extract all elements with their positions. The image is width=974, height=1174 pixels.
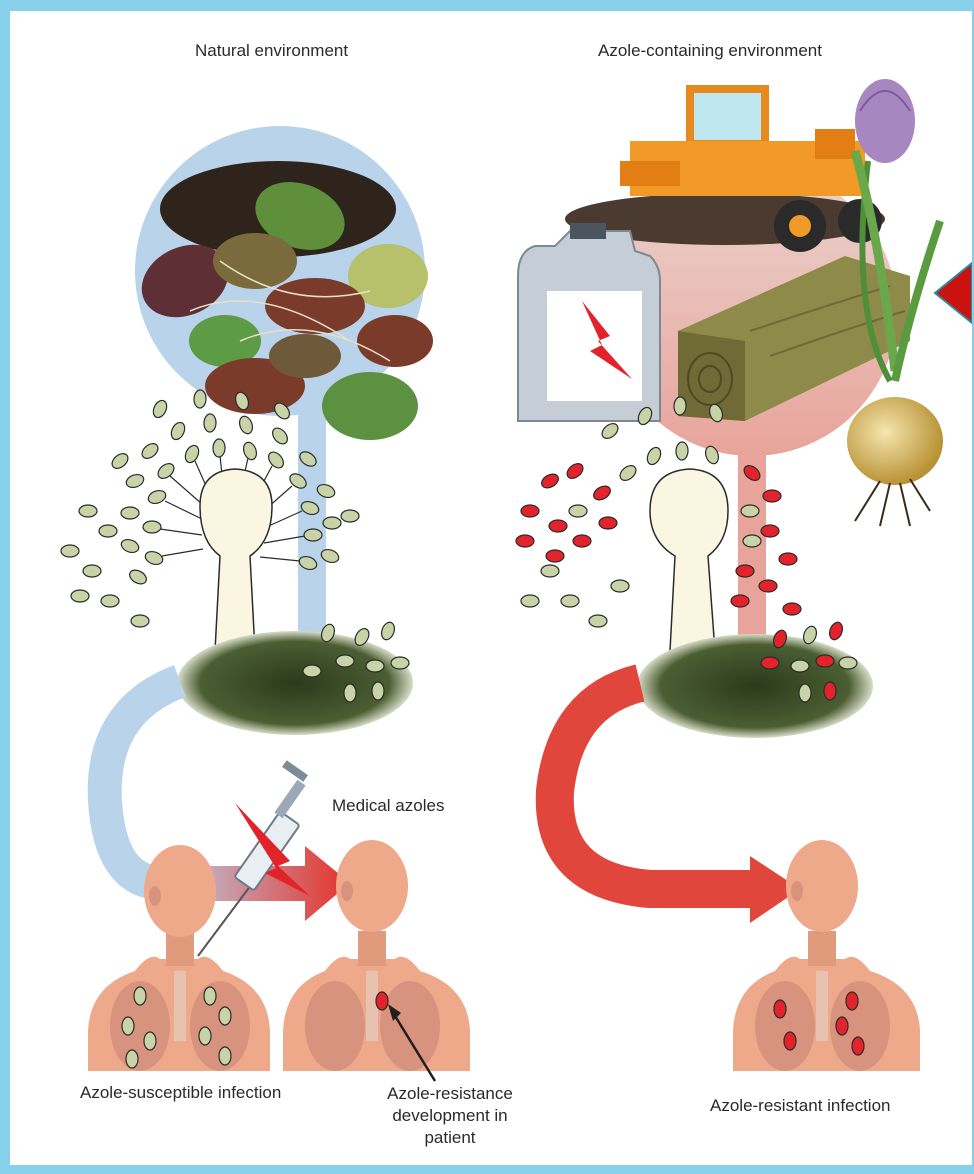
- label-resistant-infection: Azole-resistant infection: [710, 1096, 890, 1116]
- mould-colony-left: [177, 620, 413, 735]
- leaf-litter: [130, 161, 433, 440]
- pointer-marker: [935, 263, 972, 323]
- syringe: [198, 760, 308, 956]
- label-resistance-development: Azole-resistance development in patient: [370, 1083, 530, 1149]
- fungicide-canister: [518, 223, 660, 421]
- label-susceptible-infection: Azole-susceptible infection: [80, 1083, 281, 1103]
- label-natural-environment: Natural environment: [195, 41, 348, 61]
- label-medical-azoles: Medical azoles: [332, 796, 444, 816]
- diagram-canvas: Natural environment Azole-containing env…: [10, 11, 972, 1165]
- label-azole-environment: Azole-containing environment: [598, 41, 822, 61]
- diagram-illustration: [10, 11, 972, 1165]
- bulldozer: [565, 89, 885, 252]
